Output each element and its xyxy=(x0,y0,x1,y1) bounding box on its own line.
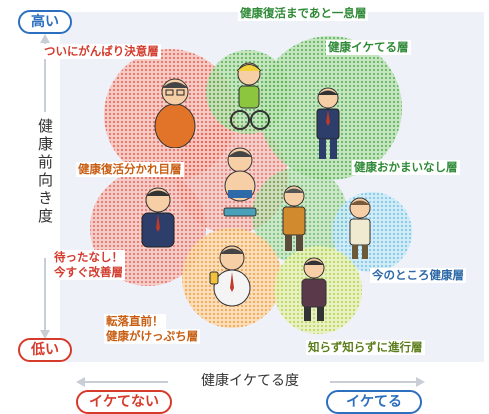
x-axis-arrow-left xyxy=(76,377,85,387)
label-urgent-improve-line1: 待ったなし！ xyxy=(52,250,125,265)
x-high-badge: イケてる xyxy=(326,390,422,414)
label-brink-of-fall-line1: 転落直前！ xyxy=(104,314,166,329)
figure-brink-of-fall xyxy=(209,245,251,307)
figure-one-step-recovery xyxy=(230,62,270,130)
x-axis-line-right xyxy=(330,381,416,383)
label-recovery-crossroads: 健康復活分かれ目層 xyxy=(76,162,184,177)
label-health-indifferent: 健康おかまいなし層 xyxy=(352,160,460,175)
label-healthy-good: 健康イケてる層 xyxy=(326,40,411,55)
y-axis-label: 健康前向き度 xyxy=(36,118,54,226)
label-finally-motivated: ついにがんばり決意層 xyxy=(42,44,161,59)
x-low-badge: イケてない xyxy=(76,390,172,414)
figure-healthy-for-now xyxy=(349,197,371,259)
figure-unknowingly-progressing xyxy=(301,257,327,321)
y-axis-arrow-down xyxy=(40,330,50,339)
y-axis-arrow-up xyxy=(40,34,50,43)
figure-urgent-improve xyxy=(141,187,175,248)
figure-health-indifferent xyxy=(282,185,306,251)
label-healthy-for-now: 今のところ健康層 xyxy=(370,268,466,283)
x-axis-label: 健康イケてる度 xyxy=(201,373,299,389)
label-one-step-recovery: 健康復活まであと一息層 xyxy=(238,6,369,21)
figure-recovery-crossroads xyxy=(223,147,257,217)
x-axis-line-left xyxy=(84,381,168,383)
y-high-badge: 高い xyxy=(18,10,72,34)
figure-healthy-good xyxy=(316,87,340,159)
y-axis-line-lower xyxy=(44,258,46,330)
figure-finally-motivated xyxy=(154,78,196,148)
y-axis-line-upper xyxy=(44,42,46,112)
label-urgent-improve-line2: 今すぐ改善層 xyxy=(52,265,125,280)
x-axis-arrow-right xyxy=(416,377,425,387)
label-brink-of-fall-line2: 健康がけっぷち層 xyxy=(104,329,201,344)
label-unknowingly-progressing: 知らず知らずに進行層 xyxy=(306,340,425,355)
y-low-badge: 低い xyxy=(18,338,72,362)
